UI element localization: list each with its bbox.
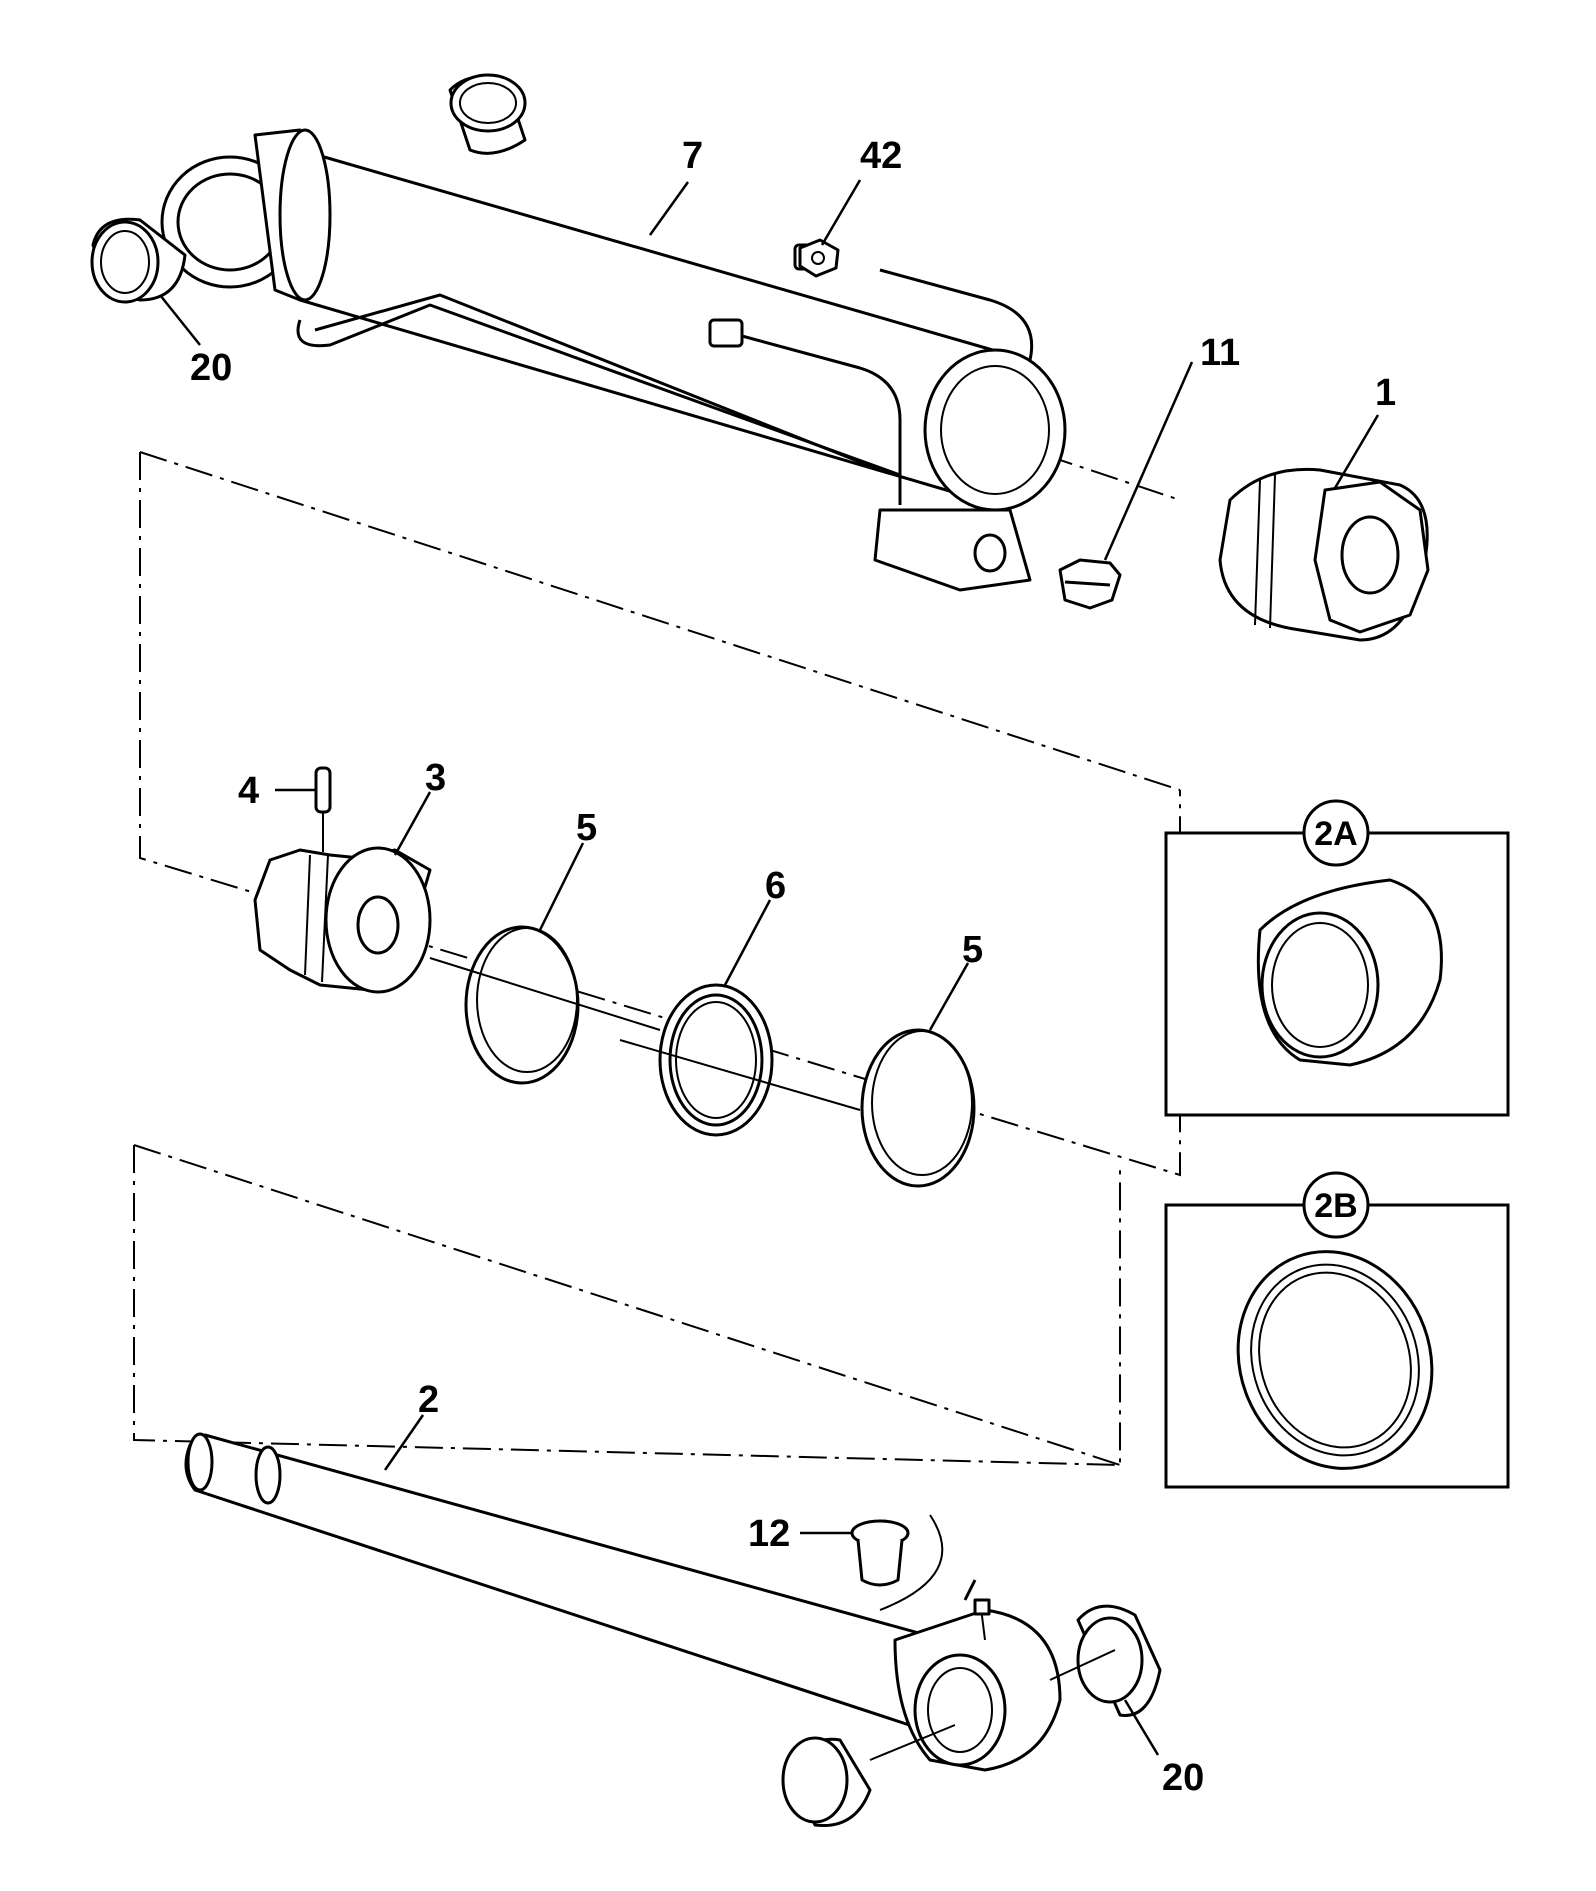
gland-part-1: [1218, 467, 1430, 642]
bushing-top-left-part-20: [448, 73, 527, 155]
cylinder-barrel-part-7: [160, 128, 1067, 592]
callout-3: 3: [425, 757, 446, 799]
bushing-bottom-right-part-20: [1049, 1604, 1162, 1717]
detail-box-2b-label: 2B: [1314, 1187, 1357, 1225]
detail-box-2a-label: 2A: [1314, 815, 1357, 853]
callout-6: 6: [765, 865, 786, 907]
callout-5-right: 5: [962, 929, 983, 971]
callout-2: 2: [418, 1379, 439, 1421]
callout-5-left: 5: [576, 807, 597, 849]
grease-fitting-part-12: [850, 1514, 991, 1616]
bushing-top-right-part-20: [90, 217, 187, 304]
callout-7: 7: [682, 135, 703, 177]
piston-part-3: [253, 846, 432, 994]
callout-20-top: 20: [190, 347, 232, 389]
plug-part-11: [1058, 558, 1122, 610]
callout-4: 4: [238, 770, 259, 812]
callout-11: 11: [1200, 332, 1240, 374]
wear-ring-right-part-5: [860, 1028, 976, 1188]
callout-12: 12: [748, 1513, 790, 1555]
piston-rod-part-2: [184, 1432, 1062, 1772]
leader-lines: [159, 179, 1380, 1756]
detail-box-2a: 2A: [1164, 799, 1510, 1117]
bushing-bottom-left-part-20: [781, 1724, 956, 1828]
pin-part-4: [314, 766, 332, 852]
callout-1: 1: [1375, 372, 1396, 414]
callout-20-bottom: 20: [1162, 1757, 1204, 1799]
callout-numbers: 7 42 20 11 1 4 3 5 6 5 2 12 20: [190, 135, 1396, 1799]
piston-seal-part-6: [619, 983, 861, 1137]
fitting-part-42: [798, 238, 840, 278]
wear-ring-left-part-5: [429, 925, 661, 1085]
detail-box-2b: 2B: [1164, 1171, 1510, 1489]
callout-42: 42: [860, 135, 902, 177]
